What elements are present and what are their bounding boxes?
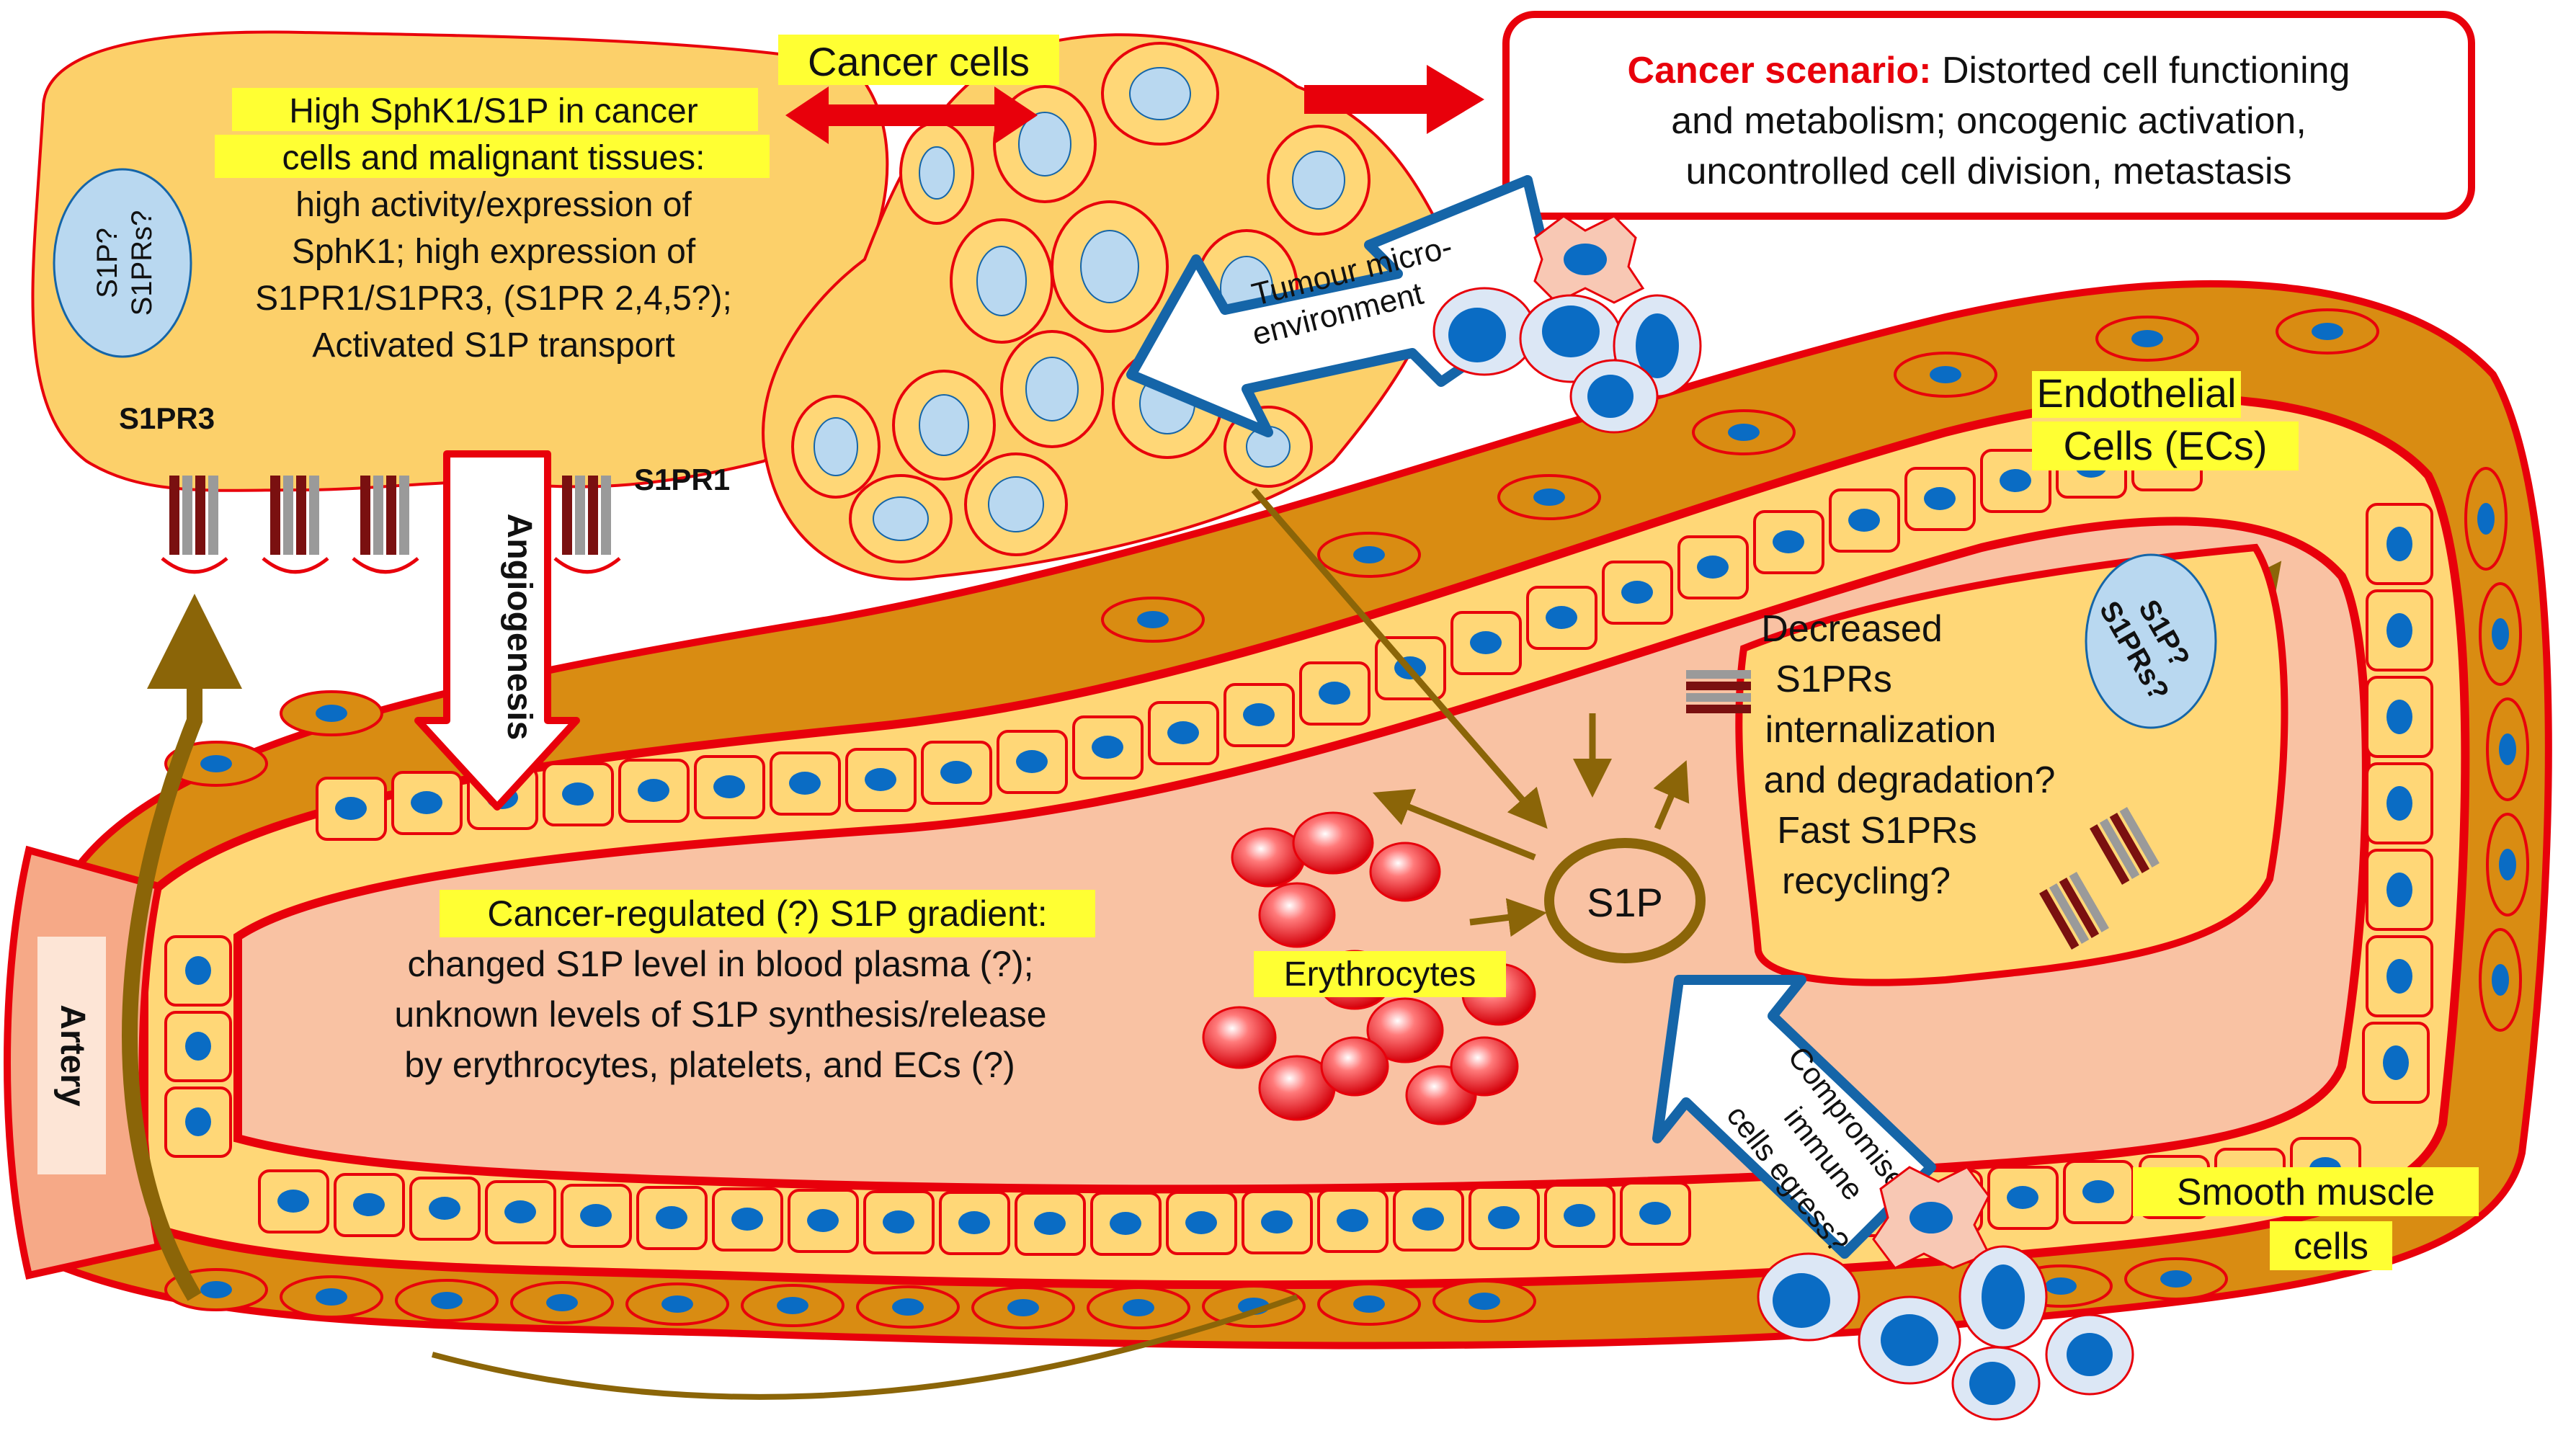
s1p-question-left	[53, 168, 192, 358]
cancer-scenario-line-2: and metabolism; oncogenic activation,	[1671, 100, 2307, 142]
smooth-muscle-line-2: cells	[2294, 1226, 2368, 1267]
gradient-line-2: unknown levels of S1P synthesis/release	[394, 994, 1046, 1035]
gradient-line-3: by erythrocytes, platelets, and ECs (?)	[404, 1045, 1015, 1085]
cancer-scenario-box	[1502, 11, 2475, 220]
smooth-muscle-cells	[164, 308, 2529, 1329]
endothelial-line-2: Cells (ECs)	[2063, 423, 2267, 468]
immune-cells-top	[1432, 215, 1702, 434]
gradient-title: Cancer-regulated (?) S1P gradient:	[487, 893, 1047, 934]
s1p-label: S1P	[1587, 880, 1663, 925]
cancer-scenario-line-1: Cancer scenario: Distorted cell function…	[1628, 50, 2350, 92]
sphk1-detail-2: SphK1; high expression of	[292, 233, 696, 271]
sphk1-title-2: cells and malignant tissues:	[282, 139, 705, 177]
immune-cells-bottom	[1757, 1166, 2134, 1421]
cancer-cells-label-bg	[778, 35, 1059, 85]
receptor-3	[352, 476, 419, 574]
decreased-line-2: S1PRs	[1775, 659, 1892, 700]
brown-curved-arrow	[122, 594, 242, 1301]
sphk1-detail-4: Activated S1P transport	[312, 326, 674, 365]
erythrocytes-label-bg	[1254, 951, 1506, 997]
erythrocytes-label: Erythrocytes	[1284, 955, 1476, 994]
angiogenesis-arrow: Angiogenesis	[414, 450, 580, 811]
s1p-circle	[1544, 838, 1706, 963]
smooth-muscle-label: Smooth muscle cells	[2133, 1167, 2479, 1270]
s1pr3-label: S1PR3	[119, 401, 215, 435]
s1p-question-right	[2085, 553, 2217, 729]
endothelial-label: Endothelial Cells (ECs)	[2032, 370, 2299, 470]
cancer-cell-cluster	[762, 33, 1443, 581]
receptor-2	[262, 476, 329, 574]
cancer-cells-label: Cancer cells	[808, 39, 1030, 84]
decreased-line-4: and degradation?	[1764, 759, 2056, 801]
gradient-text-block: Cancer-regulated (?) S1P gradient: chang…	[394, 890, 1095, 1085]
smooth-muscle-line-1: Smooth muscle	[2177, 1172, 2435, 1213]
gradient-line-1: changed S1P level in blood plasma (?);	[407, 944, 1033, 984]
decreased-line-3: internalization	[1765, 709, 1997, 751]
cancer-scenario-arrow	[1304, 65, 1484, 134]
receptor-1	[161, 476, 228, 574]
cancer-scenario-line-3: uncontrolled cell division, metastasis	[1685, 151, 2291, 192]
receptors-right	[1686, 670, 2160, 950]
artery-label-bg	[37, 937, 106, 1174]
endothelial-line-1: Endothelial	[2036, 370, 2236, 416]
sphk1-title-1: High SphK1/S1P in cancer	[289, 92, 698, 130]
decreased-line-5: Fast S1PRs	[1777, 810, 1976, 852]
sphk1-text-block: High SphK1/S1P in cancer cells and malig…	[215, 88, 770, 365]
sphk1-detail-3: S1PR1/S1PR3, (S1PR 2,4,5?);	[255, 280, 732, 318]
brown-bottom-curve	[431, 1294, 1298, 1400]
decreased-line-6: recycling?	[1782, 860, 1951, 902]
s1p-q-left-1: S1P?	[92, 228, 123, 298]
angiogenesis-label: Angiogenesis	[500, 514, 538, 741]
cancer-scenario-sep	[1932, 50, 1942, 92]
decreased-text: Decreased S1PRs internalization and degr…	[1761, 608, 2055, 902]
cancer-scenario-title: Cancer scenario:	[1628, 50, 1932, 92]
artery-label: Artery	[53, 1004, 92, 1107]
sphk1-detail-1: high activity/expression of	[295, 186, 692, 224]
receptors-left: S1PR3 S1PR1	[119, 401, 730, 574]
decreased-line-1: Decreased	[1761, 608, 1942, 650]
s1p-q-left-2: S1PRs?	[126, 210, 158, 316]
cancer-double-arrow	[785, 86, 1038, 144]
cancer-scenario-text-1: Distorted cell functioning	[1942, 50, 2350, 92]
s1pr1-label: S1PR1	[634, 463, 730, 496]
receptor-4	[553, 476, 621, 574]
